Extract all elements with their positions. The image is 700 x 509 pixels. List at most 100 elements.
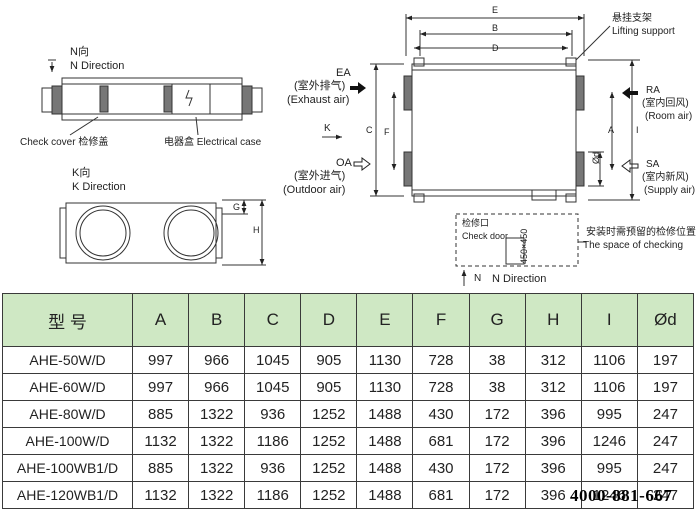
- sa-arrow: [621, 159, 639, 173]
- cell: 247: [636, 400, 695, 428]
- check-door-en: Check door: [462, 231, 509, 241]
- header-i: I: [580, 293, 638, 347]
- oa-en: (Outdoor air): [283, 184, 346, 196]
- ea-en: (Exhaust air): [287, 94, 350, 106]
- header-h: H: [524, 293, 582, 347]
- cell: 396: [524, 400, 582, 428]
- n-view-title-en: N Direction: [70, 60, 125, 72]
- cell: 1252: [300, 481, 358, 509]
- dim-e-label: E: [492, 5, 499, 15]
- sa-code: SA: [646, 159, 660, 170]
- cell-model: AHE-60W/D: [2, 373, 133, 401]
- cell: 966: [188, 373, 246, 401]
- cell: 936: [244, 454, 302, 482]
- space-checking-en: The space of checking: [583, 240, 684, 251]
- ra-code: RA: [646, 85, 660, 96]
- cell: 396: [524, 481, 582, 509]
- cell: 1488: [356, 481, 414, 509]
- dim-g-label: G: [233, 202, 241, 212]
- header-f: F: [412, 293, 470, 347]
- hotline-number: 4000-881-667: [570, 486, 673, 505]
- dim-f-label: F: [384, 127, 390, 137]
- ea-cn: (室外排气): [294, 80, 346, 92]
- ra-arrow: [622, 87, 638, 99]
- header-d: D: [300, 293, 358, 347]
- table-row: AHE-50W/D 997 966 1045 905 1130 728 38 3…: [2, 346, 695, 374]
- cell: 1488: [356, 400, 414, 428]
- cell-model: AHE-100WB1/D: [2, 454, 133, 482]
- k-view-title-cn: K向: [72, 167, 91, 179]
- cell: 997: [131, 346, 190, 374]
- cell: 247: [636, 454, 695, 482]
- dim-od-label: Ød: [591, 151, 601, 164]
- cell: 1252: [300, 400, 358, 428]
- cell: 172: [468, 400, 526, 428]
- cell: 197: [636, 346, 695, 374]
- cell: 1252: [300, 427, 358, 455]
- cell: 1252: [300, 454, 358, 482]
- header-e: E: [356, 293, 414, 347]
- cell: 312: [524, 346, 582, 374]
- cell: 430: [412, 454, 470, 482]
- n-direction-label: N Direction: [492, 273, 547, 285]
- n-arrow-letter: N: [474, 273, 482, 284]
- lifting-support-cn: 悬挂支架: [612, 13, 652, 24]
- cell: 681: [412, 481, 470, 509]
- cell: 396: [524, 427, 582, 455]
- cell: 247: [636, 481, 695, 509]
- cell: 1322: [188, 454, 246, 482]
- electrical-case-label: 电器盒 Electrical case: [164, 137, 262, 148]
- k-view-drawing: [59, 199, 266, 266]
- oa-arrow: [353, 157, 371, 171]
- k-view-title-en: K Direction: [72, 181, 126, 193]
- header-g: G: [468, 293, 526, 347]
- table-header-row: 型 号 A B C D E F G H I Ød: [2, 293, 695, 347]
- cell: 1246: [580, 481, 638, 509]
- cell: 1488: [356, 454, 414, 482]
- header-a: A: [131, 293, 190, 347]
- ra-cn: (室内回风): [642, 98, 689, 109]
- cell: 728: [412, 346, 470, 374]
- table-row: AHE-100WB1/D 885 1322 936 1252 1488 430 …: [2, 454, 695, 482]
- cell: 995: [580, 400, 638, 428]
- cell: 1132: [131, 481, 190, 509]
- dim-c-label: C: [366, 125, 373, 135]
- table-row: AHE-60W/D 997 966 1045 905 1130 728 38 3…: [2, 373, 695, 401]
- cell: 1130: [356, 373, 414, 401]
- cell: 681: [412, 427, 470, 455]
- cell: 247: [636, 427, 695, 455]
- flow-arrows: [350, 82, 639, 173]
- check-cover-label: Check cover 检修盖: [20, 137, 109, 148]
- cell: 1130: [356, 346, 414, 374]
- header-od: Ød: [636, 293, 695, 347]
- cell: 38: [468, 346, 526, 374]
- dim-d-label: D: [492, 43, 499, 53]
- cell: 995: [580, 454, 638, 482]
- cell: 1106: [580, 346, 638, 374]
- cell: 1132: [131, 427, 190, 455]
- cell-model: AHE-120WB1/D: [2, 481, 133, 509]
- cell: 885: [131, 400, 190, 428]
- dim-b-label: B: [492, 23, 499, 33]
- cell-model: AHE-80W/D: [2, 400, 133, 428]
- header-model: 型 号: [2, 293, 133, 347]
- cell: 1045: [244, 373, 302, 401]
- ra-en: (Room air): [645, 111, 693, 122]
- cell: 1322: [188, 481, 246, 509]
- space-checking-cn: 安装时需预留的检修位置: [586, 227, 696, 238]
- spec-table: 型 号 A B C D E F G H I Ød AHE-50W/D 997 9…: [2, 293, 695, 509]
- sa-en: (Supply air): [644, 185, 696, 196]
- header-c: C: [244, 293, 302, 347]
- table-row: AHE-80W/D 885 1322 936 1252 1488 430 172…: [2, 400, 695, 428]
- cell-model: AHE-50W/D: [2, 346, 133, 374]
- cell: 172: [468, 454, 526, 482]
- cell: 1106: [580, 373, 638, 401]
- ea-code: EA: [336, 67, 351, 79]
- cell: 997: [131, 373, 190, 401]
- sa-cn: (室内新风): [642, 172, 689, 183]
- table-row: AHE-100W/D 1132 1322 1186 1252 1488 681 …: [2, 427, 695, 455]
- cell: 172: [468, 481, 526, 509]
- cell: 1322: [188, 400, 246, 428]
- cell: 936: [244, 400, 302, 428]
- dim-i-label: I: [636, 125, 639, 135]
